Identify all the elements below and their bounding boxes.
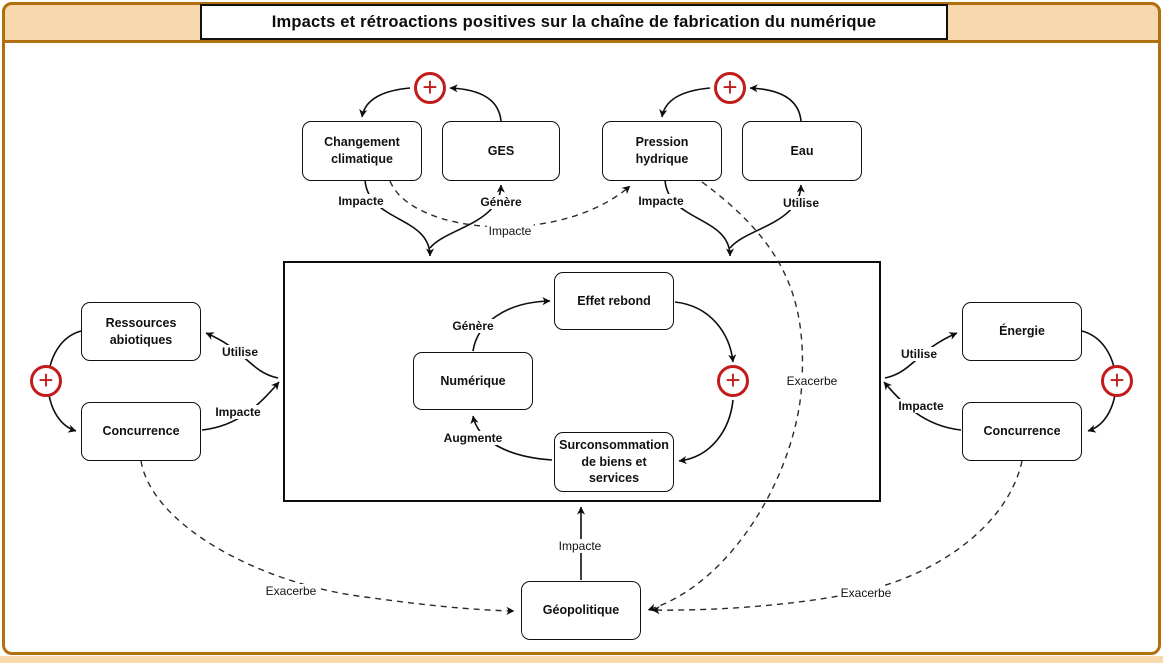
edge-label-exacerbe: Exacerbe	[784, 374, 840, 388]
dashed-concurrence-droite-exacerbe-geopolitique	[651, 460, 1023, 615]
node-label: Changement climatique	[324, 135, 400, 166]
edge-label-impacte: Impacte	[636, 194, 686, 208]
node-geopolitique: Géopolitique	[521, 581, 641, 640]
node-label: Ressources abiotiques	[105, 315, 177, 347]
node-energie: Énergie	[962, 302, 1082, 361]
diagram-title: Impacts et rétroactions positives sur la…	[271, 12, 877, 31]
node-label: Numérique	[440, 373, 506, 388]
arrow-effet-rebond-to-feedback-central	[674, 301, 737, 363]
arrow-pression-impacte-central	[664, 179, 735, 257]
edge-label-utilise: Utilise	[898, 347, 940, 361]
edge-label-exacerbe: Exacerbe	[838, 586, 894, 600]
edge-label-genere: Génère	[478, 195, 524, 209]
arrow-central-utilise-ressources	[205, 332, 279, 379]
arrow-feedback-to-surconsommation	[678, 399, 734, 465]
node-effet-rebond: Effet rebond	[554, 272, 674, 330]
edge-label-impacte-dashed: Impacte	[486, 224, 534, 238]
diagram-title-box: Impacts et rétroactions positives sur la…	[200, 4, 948, 40]
node-label: Concurrence	[983, 424, 1061, 439]
dashed-concurrence-gauche-exacerbe-geopolitique	[140, 460, 515, 615]
arrow-numerique-genere-effet-rebond	[472, 297, 551, 352]
plus-glyph: +	[38, 365, 54, 395]
plus-glyph: +	[725, 365, 741, 395]
edge-label-utilise: Utilise	[780, 196, 822, 210]
node-label: Pression hydrique	[635, 135, 689, 166]
dashed-changement-impacte-pression	[389, 180, 631, 228]
arrow-surconsommation-augmente-numerique	[470, 415, 553, 461]
node-surconsommation: Surconsommation de biens et services	[554, 432, 674, 492]
positive-feedback-icon: +	[1101, 365, 1133, 397]
node-label: Concurrence	[102, 424, 180, 439]
node-pression-hydrique: Pression hydrique	[602, 121, 722, 181]
node-label: GES	[487, 143, 515, 158]
edge-label-impacte: Impacte	[336, 194, 386, 208]
plus-glyph: +	[422, 72, 438, 102]
node-numerique: Numérique	[413, 352, 533, 410]
arrow-changement-impacte-central	[364, 179, 435, 257]
positive-feedback-icon: +	[714, 72, 746, 104]
arrow-eau-to-feedback-topright	[749, 84, 802, 122]
edge-label-impacte: Impacte	[556, 539, 604, 553]
positive-feedback-icon: +	[30, 365, 62, 397]
plus-glyph: +	[722, 72, 738, 102]
node-concurrence-droite: Concurrence	[962, 402, 1082, 461]
node-ges: GES	[442, 121, 560, 181]
node-eau: Eau	[742, 121, 862, 181]
node-label: Surconsommation de biens et services	[559, 437, 669, 486]
edge-label-utilise: Utilise	[219, 345, 261, 359]
dashed-pression-exacerbe-geopolitique	[647, 181, 804, 612]
node-label: Géopolitique	[542, 603, 620, 618]
edge-label-impacte: Impacte	[213, 405, 263, 419]
edge-label-genere: Génère	[450, 319, 496, 333]
plus-glyph: +	[1109, 365, 1125, 395]
frame-bottom-strip	[0, 656, 1163, 663]
node-label: Effet rebond	[577, 293, 651, 308]
node-concurrence-gauche: Concurrence	[81, 402, 201, 461]
edge-label-impacte: Impacte	[896, 399, 946, 413]
node-label: Énergie	[999, 324, 1045, 339]
arrow-feedback-to-pression	[659, 87, 711, 118]
edge-label-augmente: Augmente	[441, 431, 505, 445]
node-changement-climatique: Changement climatique	[302, 121, 422, 181]
node-label: Eau	[790, 143, 814, 158]
edge-label-exacerbe: Exacerbe	[263, 584, 319, 598]
arrow-feedback-to-changement	[359, 87, 411, 118]
positive-feedback-icon: +	[717, 365, 749, 397]
node-ressources-abiotiques: Ressources abiotiques	[81, 302, 201, 361]
arrow-ges-to-feedback-topleft	[449, 84, 502, 122]
arrow-central-utilise-eau	[729, 184, 805, 249]
positive-feedback-icon: +	[414, 72, 446, 104]
